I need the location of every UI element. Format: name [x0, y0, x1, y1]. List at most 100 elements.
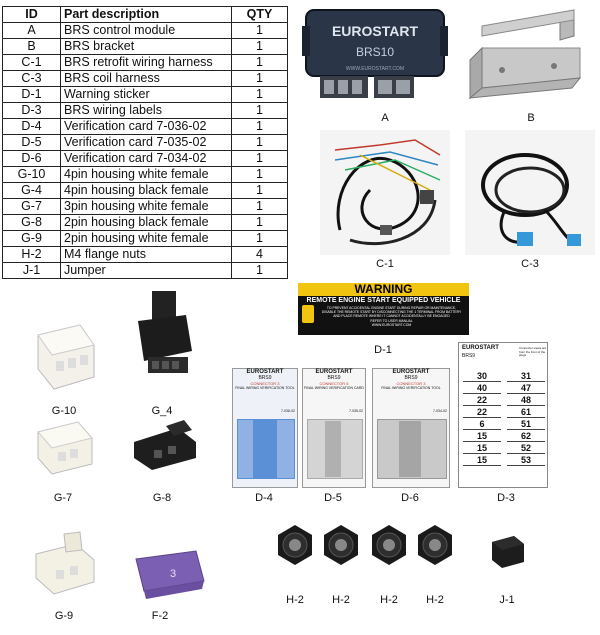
table-cell-qty: 1: [231, 118, 288, 135]
table-cell-qty: 1: [231, 54, 288, 71]
table-cell-qty: 1: [231, 134, 288, 151]
table-cell-description: BRS wiring labels: [60, 102, 232, 119]
table-cell-id: G-8: [2, 214, 61, 231]
table-cell-id: J-1: [2, 262, 61, 279]
card-d6-model: BRS9: [404, 375, 418, 381]
wire-label-number: 6: [463, 419, 501, 430]
g8-housing-image: [126, 412, 206, 482]
verification-card-d6: EUROSTART BRS9 CONNECTOR 3 FINAL WIRING …: [372, 368, 450, 488]
caption-h2-1: H-2: [286, 594, 304, 606]
wire-label-number: 52: [507, 443, 545, 454]
caption-h2-2: H-2: [332, 594, 350, 606]
table-cell-id: B: [2, 38, 61, 55]
module-website: WWW.EUROSTART.COM: [346, 66, 404, 72]
table-cell-description: 4pin housing white female: [60, 166, 232, 183]
flange-nut-1: [272, 522, 318, 568]
verification-card-d5: EUROSTART BRS9 CONNECTOR 6 FINAL WIRING …: [302, 368, 366, 488]
caption-d3: D-3: [497, 492, 515, 504]
caption-d1: D-1: [374, 344, 392, 356]
card-d5-connector: CONNECTOR 6: [319, 381, 349, 386]
table-cell-id: D-1: [2, 86, 61, 103]
wiring-labels-sheet: EUROSTART BRS9 Connector views are from …: [458, 342, 548, 488]
table-cell-id: D-4: [2, 118, 61, 135]
g10-housing-image: [28, 305, 100, 395]
flange-nut-4: [412, 522, 458, 568]
header-description: Part description: [60, 6, 232, 23]
table-cell-id: H-2: [2, 246, 61, 263]
mechanic-icon: [302, 305, 314, 323]
warning-website: WWW.EUROSTART.COM: [371, 322, 412, 327]
table-cell-qty: 1: [231, 150, 288, 167]
table-cell-description: 4pin housing black female: [60, 182, 232, 199]
flange-nut-2: [318, 522, 364, 568]
wire-label-number: 15: [463, 431, 501, 442]
caption-d6: D-6: [401, 492, 419, 504]
table-cell-description: 2pin housing black female: [60, 214, 232, 231]
table-cell-description: BRS bracket: [60, 38, 232, 55]
caption-c3: C-3: [521, 258, 539, 270]
warning-line2: DISABLE THE REMOTE START BY DISCONNECTIN…: [321, 310, 462, 315]
labels-model: BRS9: [462, 353, 476, 359]
coil-harness-image: [465, 130, 595, 255]
labels-note: Connector views are from the front of th…: [519, 346, 547, 357]
header-qty: QTY: [231, 6, 288, 23]
card-d5-brand: EUROSTART: [315, 369, 353, 375]
wire-label-number: 40: [463, 383, 501, 394]
card-d4-tool: FINAL WIRING VERIFICATION TOOL: [235, 386, 295, 390]
table-cell-qty: 1: [231, 230, 288, 247]
caption-g7: G-7: [53, 492, 73, 504]
card-d6-connector: CONNECTOR 3: [396, 381, 426, 386]
warning-line1: TO PREVENT ACCIDENTAL ENGINE START DURIN…: [326, 306, 457, 310]
bracket-image: [462, 8, 592, 108]
caption-f2: F-2: [151, 610, 169, 622]
wire-label-number: 61: [507, 407, 545, 418]
caption-d4: D-4: [255, 492, 273, 504]
table-cell-description: 3pin housing white female: [60, 198, 232, 215]
caption-g8: G-8: [152, 492, 172, 504]
flange-nut-3: [366, 522, 412, 568]
wire-label-number: 22: [463, 407, 501, 418]
wire-label-number: 15: [463, 443, 501, 454]
module-model: BRS10: [356, 45, 394, 59]
table-cell-id: G-9: [2, 230, 61, 247]
caption-g10: G-10: [51, 405, 77, 417]
caption-h2-3: H-2: [380, 594, 398, 606]
verification-card-d4: EUROSTART BRS9 CONNECTOR 3 FINAL WIRING …: [232, 368, 298, 488]
card-d5-code: 7-035-02: [348, 409, 363, 413]
caption-d5: D-5: [324, 492, 342, 504]
caption-h2-4: H-2: [426, 594, 444, 606]
table-cell-id: C-1: [2, 54, 61, 71]
g7-housing-image: [30, 412, 100, 482]
jumper-image: [484, 530, 530, 574]
table-cell-qty: 1: [231, 102, 288, 119]
table-cell-id: D-5: [2, 134, 61, 151]
wire-label-number: 48: [507, 395, 545, 406]
card-d5-tool: FINAL WIRING VERIFICATION CARD: [304, 386, 364, 390]
table-cell-description: 2pin housing white female: [60, 230, 232, 247]
table-cell-description: M4 flange nuts: [60, 246, 232, 263]
wiring-harness-image: [320, 130, 450, 255]
table-cell-description: BRS retrofit wiring harness: [60, 54, 232, 71]
module-brand: EUROSTART: [332, 23, 419, 39]
wire-label-number: 53: [507, 455, 545, 466]
card-d4-brand: EUROSTART: [246, 369, 284, 375]
table-cell-description: Verification card 7-034-02: [60, 150, 232, 167]
caption-c1: C-1: [376, 258, 394, 270]
table-cell-id: D-3: [2, 102, 61, 119]
fuse-value: 3: [170, 568, 176, 580]
warning-line3: AND PLACE REMOTE WHERE IT CANNOT ACCIDEN…: [333, 314, 450, 319]
table-cell-qty: 1: [231, 214, 288, 231]
wire-label-number: 22: [463, 395, 501, 406]
table-cell-description: Verification card 7-036-02: [60, 118, 232, 135]
table-cell-qty: 1: [231, 22, 288, 39]
